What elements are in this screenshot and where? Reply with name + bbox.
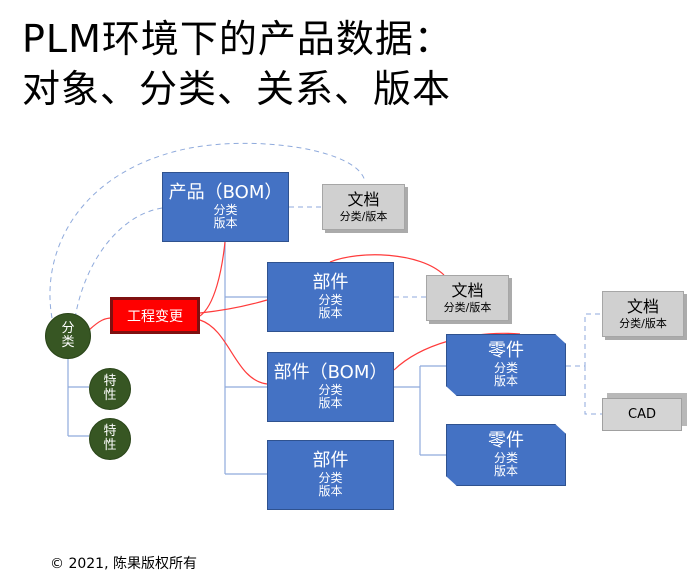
document-product-node[interactable]: 文档 分类/版本 (322, 184, 405, 230)
part-bottom-node[interactable]: 部件 分类 版本 (267, 440, 394, 510)
cad-node[interactable]: CAD (602, 398, 682, 431)
classification-arc-outer (49, 142, 366, 319)
document-part-title: 文档 (451, 281, 484, 301)
attribute-1-label: 特性 (103, 373, 117, 403)
change-link-classification (88, 317, 113, 331)
change-link-doc (329, 254, 445, 276)
title-line-1: PLM环境下的产品数据： (22, 17, 453, 61)
document-part-meta: 分类/版本 (443, 301, 492, 315)
attribute-1-node[interactable]: 特性 (89, 368, 131, 410)
engineering-change-label: 工程变更 (127, 308, 183, 325)
engineering-change-node[interactable]: 工程变更 (110, 297, 200, 334)
part-bottom-title: 部件 (312, 449, 349, 471)
component-2-node[interactable]: 零件 分类 版本 (446, 424, 566, 486)
component-1-version: 版本 (493, 374, 518, 389)
product-version: 版本 (213, 216, 238, 231)
part-bom-classification: 分类 (318, 382, 343, 397)
bom-line-components (394, 365, 446, 456)
document-product-title: 文档 (347, 190, 380, 210)
part-bom-title: 部件（BOM） (273, 361, 388, 383)
part-top-version: 版本 (318, 306, 343, 321)
component-2-title: 零件 (488, 429, 524, 451)
product-classification: 分类 (213, 202, 238, 217)
document-component-meta: 分类/版本 (619, 317, 667, 331)
classification-label: 分类 (61, 320, 75, 350)
part-bom-version: 版本 (318, 396, 343, 411)
part-top-classification: 分类 (318, 292, 343, 307)
classification-node[interactable]: 分类 (45, 313, 91, 359)
product-bom-node[interactable]: 产品（BOM） 分类 版本 (162, 172, 289, 242)
part-bom-node[interactable]: 部件（BOM） 分类 版本 (267, 352, 394, 422)
attribute-2-label: 特性 (103, 423, 117, 453)
copyright-notice: © 2021, 陈果版权所有 (50, 556, 197, 572)
component-1-node[interactable]: 零件 分类 版本 (446, 334, 566, 396)
part-top-node[interactable]: 部件 分类 版本 (267, 262, 394, 332)
document-component-title: 文档 (626, 297, 659, 317)
attribute-lines (67, 353, 89, 437)
document-part-node[interactable]: 文档 分类/版本 (426, 275, 509, 321)
title-line-2: 对象、分类、关系、版本 (22, 67, 452, 111)
component-2-classification: 分类 (493, 450, 518, 465)
classification-arc-inner (74, 207, 163, 319)
attribute-2-node[interactable]: 特性 (89, 418, 131, 460)
cad-label: CAD (628, 407, 656, 422)
change-link-part-top (199, 299, 268, 314)
product-title: 产品（BOM） (168, 181, 283, 203)
change-link-product (199, 241, 226, 317)
component-2-version: 版本 (493, 464, 518, 479)
document-component-node[interactable]: 文档 分类/版本 (602, 291, 684, 337)
part-top-title: 部件 (312, 271, 349, 293)
component-1-title: 零件 (488, 339, 524, 361)
doc-link-component (566, 313, 602, 415)
document-product-meta: 分类/版本 (339, 210, 388, 224)
change-link-part-bom (199, 319, 268, 385)
part-bottom-version: 版本 (318, 484, 343, 499)
component-1-classification: 分类 (493, 360, 518, 375)
page-title: PLM环境下的产品数据： 对象、分类、关系、版本 (22, 14, 453, 114)
part-bottom-classification: 分类 (318, 470, 343, 485)
